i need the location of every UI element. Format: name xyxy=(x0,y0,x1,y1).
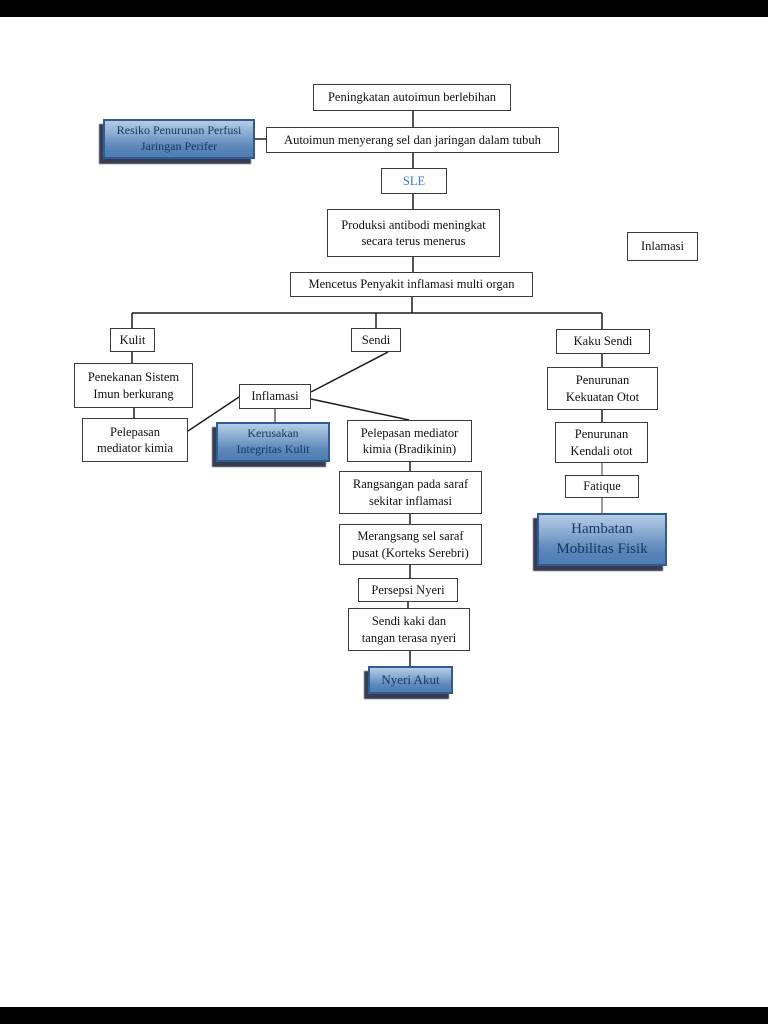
box-label-line: Produksi antibodi meningkat xyxy=(341,217,486,232)
box-label-line: Integritas Kulit xyxy=(236,442,310,456)
box-label-line: secara terus menerus xyxy=(361,234,466,248)
box-label-line: Penekanan Sistem xyxy=(87,370,180,384)
box-label-line: Peningkatan autoimun berlebihan xyxy=(327,90,496,105)
connector-line xyxy=(310,398,410,421)
flowchart-box-persepsi-nyeri: Persepsi Nyeri xyxy=(358,578,458,602)
box-label-line: Inflamasi xyxy=(251,389,299,404)
box-label-line: Autoimun menyerang sel dan jaringan dala… xyxy=(284,132,541,147)
box-label-line: Kaku Sendi xyxy=(573,334,633,349)
box-label-line: Mobilitas Fisik xyxy=(556,540,648,557)
box-label-line: Mencetus Penyakit inflamasi multi organ xyxy=(308,277,515,292)
box-label-line: Sendi xyxy=(361,332,391,347)
box-label-line: kimia (Bradikinin) xyxy=(362,442,457,456)
flowchart-box-pelepasan-mediator-kimia: Pelepasan mediator kimia xyxy=(82,418,188,462)
letterbox-top-bar xyxy=(0,0,768,17)
box-label-line: sekitar inflamasi xyxy=(369,493,452,508)
flowchart-box-inflamasi: Inflamasi xyxy=(239,384,311,409)
flowchart-box-inlamasi: Inlamasi xyxy=(627,232,698,261)
letterbox-bottom-bar xyxy=(0,1007,768,1024)
box-label-line: Rangsangan pada saraf xyxy=(352,477,469,491)
box-label-line: Merangsang sel saraf xyxy=(357,529,464,543)
flowchart-box-rangsangan-saraf: Rangsangan pada saraf sekitar inflamasi xyxy=(339,471,482,514)
flowchart-box-sendi: Sendi xyxy=(351,328,401,352)
flowchart-box-kaku-sendi: Kaku Sendi xyxy=(556,329,650,354)
connector-line xyxy=(310,351,389,393)
box-label-line: Penurunan xyxy=(574,427,629,441)
flowchart-box-autoimun-menyerang: Autoimun menyerang sel dan jaringan dala… xyxy=(266,127,559,153)
flowchart-box-fatique: Fatique xyxy=(565,475,639,498)
box-label-line: Hambatan xyxy=(571,520,633,537)
box-label-line: Kendali otot xyxy=(570,443,633,458)
flowchart-box-peningkatan-autoimun: Peningkatan autoimun berlebihan xyxy=(313,84,511,111)
box-label-line: pusat (Korteks Serebri) xyxy=(352,545,469,560)
box-label-line: Inlamasi xyxy=(640,239,685,254)
box-label-line: Kekuatan Otot xyxy=(565,389,640,404)
box-label-line: Jaringan Perifer xyxy=(140,139,218,153)
box-label-line: Imun berkurang xyxy=(93,386,174,401)
box-label-line: Persepsi Nyeri xyxy=(371,582,445,597)
box-label-line: Resiko Penurunan Perfusi xyxy=(116,123,242,138)
box-label-line: Sendi kaki dan xyxy=(371,614,447,628)
box-label-line: tangan terasa nyeri xyxy=(361,630,457,645)
box-label-line: Pelepasan xyxy=(110,424,160,439)
box-label-line: Fatique xyxy=(583,479,621,494)
box-label-line: Nyeri Akut xyxy=(381,672,440,688)
flowchart-box-produksi-antibodi: Produksi antibodi meningkat secara terus … xyxy=(327,209,500,257)
flowchart-box-sle: SLE xyxy=(381,168,447,194)
flowchart-box-sendi-kaki-tangan: Sendi kaki dan tangan terasa nyeri xyxy=(348,608,470,651)
box-label-line: Pelepasan mediator xyxy=(360,425,459,440)
box-label-line: Kulit xyxy=(119,332,146,347)
box-label-line: mediator kimia xyxy=(96,441,174,455)
connector-line xyxy=(187,396,240,432)
flowchart-box-mencetus-penyakit: Mencetus Penyakit inflamasi multi organ xyxy=(290,272,533,297)
flowchart-box-nyeri-akut: Nyeri Akut xyxy=(368,666,453,694)
box-label-line: SLE xyxy=(402,173,426,188)
box-label-line: Penurunan xyxy=(575,373,630,387)
flowchart-box-pelepasan-bradikinin: Pelepasan mediator kimia (Bradikinin) xyxy=(347,420,472,462)
box-label-line: Kerusakan xyxy=(247,426,299,441)
flowchart-box-kulit: Kulit xyxy=(110,328,155,352)
flowchart-box-merangsang-saraf-pusat: Merangsang sel saraf pusat (Korteks Sereb… xyxy=(339,524,482,565)
